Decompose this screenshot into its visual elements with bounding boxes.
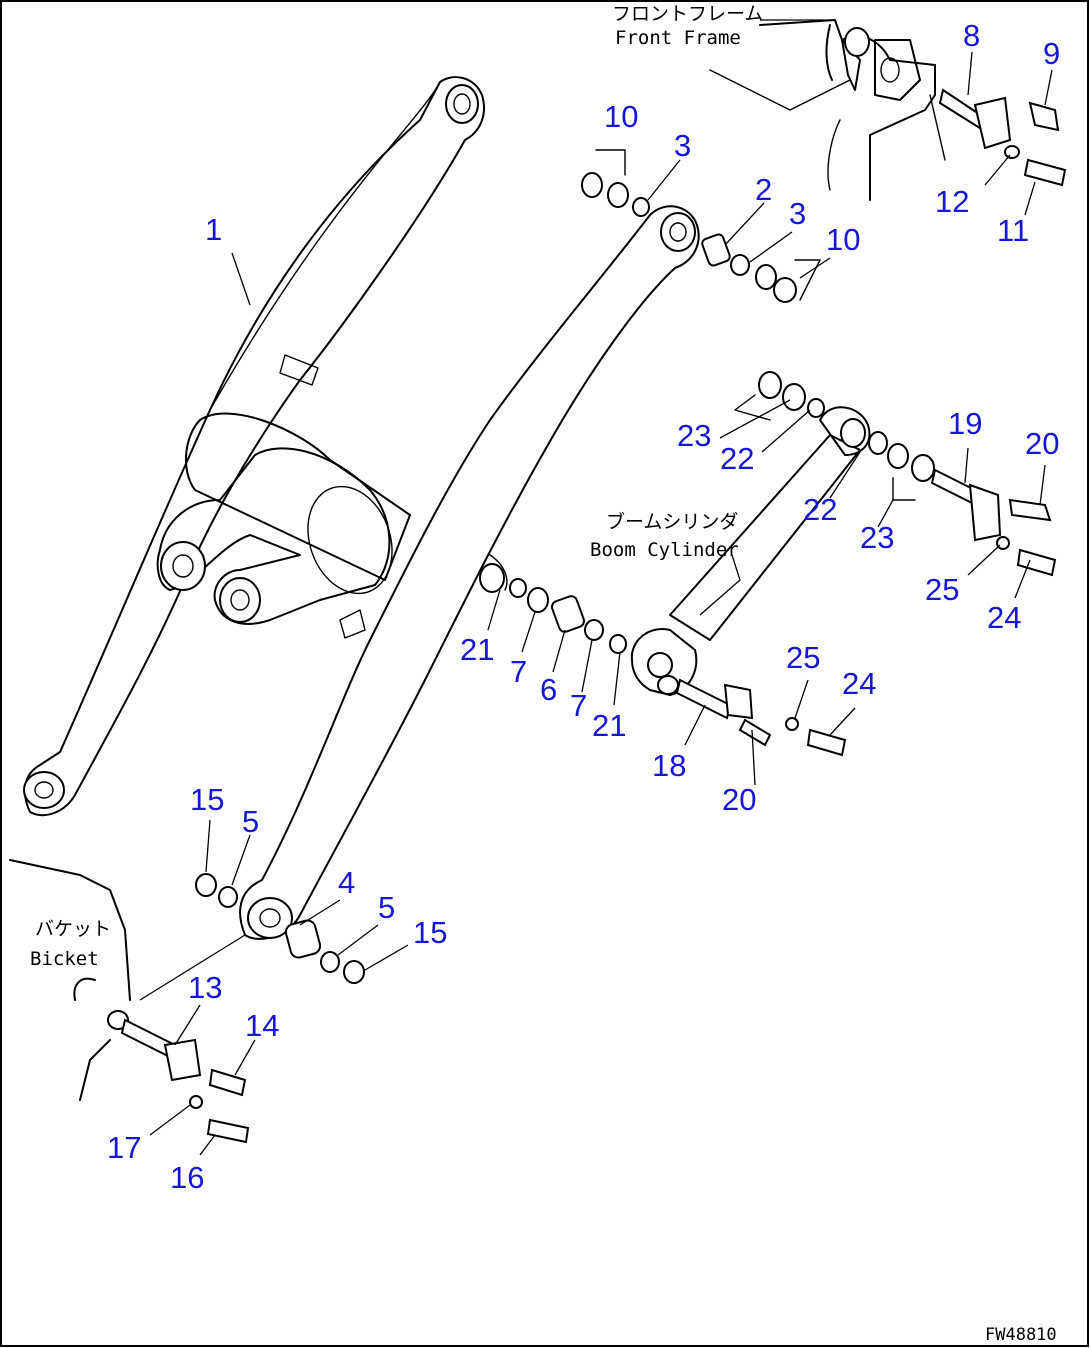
- callout-17: 17: [107, 1130, 141, 1165]
- callout-11: 11: [997, 213, 1029, 248]
- front-frame-caption-jp: フロントフレーム: [612, 3, 763, 25]
- boom-cylinder-caption-en: Boom Cylinder: [590, 539, 739, 561]
- leader-lines: [139, 19, 1053, 1156]
- callout-1: 1: [205, 212, 222, 247]
- callout-10a: 10: [604, 99, 638, 134]
- callout-3b: 3: [789, 196, 806, 231]
- bell-crank: [156, 447, 391, 639]
- callout-14: 14: [245, 1008, 279, 1043]
- front-frame-caption-en: Front Frame: [615, 27, 741, 49]
- boom-arm: [23, 76, 485, 817]
- callout-22b: 22: [803, 492, 837, 527]
- callout-18: 18: [652, 748, 686, 783]
- hardware: [120, 88, 1067, 1144]
- callout-15b: 15: [413, 915, 447, 950]
- callout-7b: 7: [570, 688, 587, 723]
- drawing-code: FW48810: [985, 1325, 1057, 1345]
- callout-24a: 24: [987, 600, 1021, 635]
- callout-8: 8: [963, 18, 980, 53]
- callout-12: 12: [935, 184, 969, 219]
- bucket: [9, 859, 131, 1101]
- callout-10b: 10: [826, 222, 860, 257]
- bucket-caption-en: Bicket: [30, 948, 99, 970]
- callout-19: 19: [948, 406, 982, 441]
- lift-arm: [239, 205, 700, 940]
- boom-cylinder: [630, 406, 871, 696]
- callout-2: 2: [755, 172, 772, 207]
- callout-16: 16: [170, 1160, 204, 1195]
- callout-15a: 15: [190, 782, 224, 817]
- callout-6: 6: [540, 672, 557, 707]
- callout-23a: 23: [677, 418, 711, 453]
- callout-4: 4: [338, 865, 355, 900]
- bucket-caption-jp: バケット: [35, 918, 111, 940]
- callout-24b: 24: [842, 666, 876, 701]
- callout-9: 9: [1043, 36, 1060, 71]
- callout-21a: 21: [460, 632, 494, 667]
- callout-13: 13: [188, 970, 222, 1005]
- callout-22a: 22: [720, 441, 754, 476]
- callout-20a: 20: [1025, 426, 1059, 461]
- callout-23b: 23: [860, 520, 894, 555]
- callout-5b: 5: [378, 890, 395, 925]
- boom-cylinder-caption-jp: ブームシリンダ: [606, 510, 738, 533]
- callout-3a: 3: [674, 128, 691, 163]
- callout-25b: 25: [786, 640, 820, 675]
- callout-25a: 25: [925, 572, 959, 607]
- callout-5a: 5: [242, 804, 259, 839]
- callout-20b: 20: [722, 782, 756, 817]
- callout-7a: 7: [510, 654, 527, 689]
- front-frame: [709, 19, 946, 201]
- callout-21b: 21: [592, 708, 626, 743]
- callout-labels: 1 2 3 3 4 5 5 6 7 7 8 9 10 10 11 12 13 1…: [107, 18, 1060, 1195]
